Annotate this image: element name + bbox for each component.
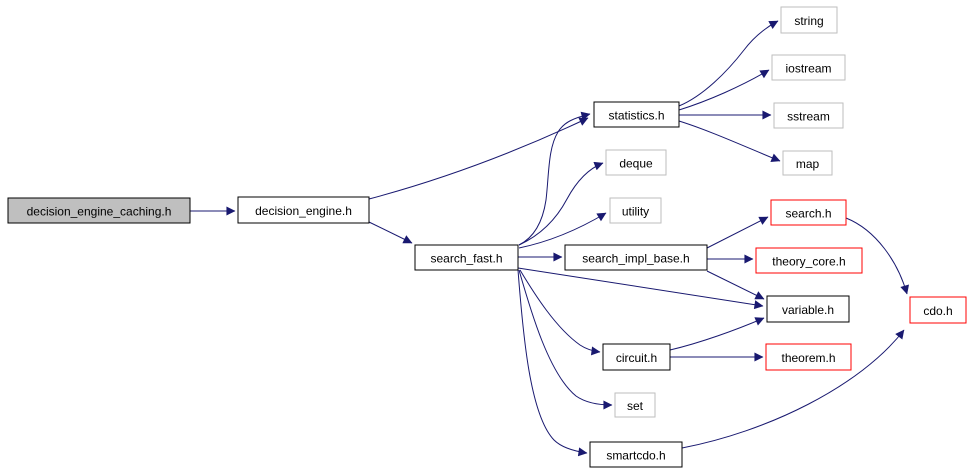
node-box bbox=[589, 441, 683, 468]
edge-search-h--cdo-h bbox=[845, 217, 910, 295]
node-label: decision_engine.h bbox=[255, 204, 352, 218]
edge-statistics-h--map bbox=[678, 120, 781, 162]
edge-decision-engine-h--statistics-h bbox=[368, 117, 589, 200]
node-box bbox=[771, 54, 846, 81]
node-statistics-h[interactable]: statistics.h bbox=[593, 101, 680, 128]
node-box bbox=[770, 199, 847, 226]
node-label: search_fast.h bbox=[430, 252, 502, 266]
node-box bbox=[780, 6, 838, 34]
edge-search-fast-h--smartcdo-h bbox=[517, 269, 588, 457]
node-label: utility bbox=[622, 205, 649, 219]
node-label: map bbox=[796, 157, 820, 171]
node-box bbox=[593, 101, 680, 128]
node-label: search_impl_base.h bbox=[582, 252, 689, 266]
edge-search-fast-h--deque bbox=[518, 161, 604, 246]
edge-smartcdo-h--cdo-h bbox=[681, 329, 905, 449]
edge-circuit-h--variable-h bbox=[669, 317, 765, 351]
node-decision-engine-caching-h: decision_engine_caching.h bbox=[7, 197, 191, 224]
node-iostream: iostream bbox=[771, 54, 846, 81]
node-search-fast-h[interactable]: search_fast.h bbox=[414, 244, 519, 271]
node-label: circuit.h bbox=[616, 351, 657, 365]
edge-search-impl-base-h--search-h bbox=[706, 216, 769, 249]
node-box bbox=[237, 196, 370, 224]
edge-search-fast-h--utility bbox=[518, 212, 607, 249]
node-theory-core-h[interactable]: theory_core.h bbox=[755, 247, 863, 274]
node-label: iostream bbox=[785, 62, 831, 76]
node-deque: deque bbox=[605, 149, 667, 176]
node-label: set bbox=[627, 399, 644, 413]
node-label: theorem.h bbox=[781, 351, 835, 365]
node-box bbox=[609, 197, 662, 224]
node-label: string bbox=[794, 14, 823, 28]
node-string: string bbox=[780, 6, 838, 34]
node-box bbox=[782, 150, 833, 176]
node-box bbox=[602, 343, 671, 371]
node-smartcdo-h[interactable]: smartcdo.h bbox=[589, 441, 683, 468]
edge-search-fast-h--circuit-h bbox=[519, 269, 601, 356]
node-label: deque bbox=[619, 157, 653, 171]
node-box bbox=[605, 149, 667, 176]
node-label: variable.h bbox=[782, 303, 834, 317]
node-box bbox=[414, 244, 519, 271]
node-decision-engine-h[interactable]: decision_engine.h bbox=[237, 196, 370, 224]
edge-search-fast-h--statistics-h bbox=[518, 111, 591, 246]
node-box bbox=[773, 102, 844, 129]
node-label: sstream bbox=[787, 110, 830, 124]
node-box bbox=[766, 295, 850, 323]
edge-search-fast-h--variable-h bbox=[517, 267, 764, 310]
node-circuit-h[interactable]: circuit.h bbox=[602, 343, 671, 371]
node-box bbox=[909, 296, 967, 324]
node-label: cdo.h bbox=[923, 304, 952, 318]
node-utility: utility bbox=[609, 197, 662, 224]
node-set: set bbox=[614, 392, 656, 418]
node-map: map bbox=[782, 150, 833, 176]
node-label: statistics.h bbox=[608, 109, 664, 123]
node-box bbox=[765, 343, 852, 371]
node-search-h[interactable]: search.h bbox=[770, 199, 847, 226]
edge-search-fast-h--set bbox=[518, 269, 613, 410]
edge-decision-engine-h--search-fast-h bbox=[368, 221, 413, 244]
edge-statistics-h--iostream bbox=[678, 69, 770, 111]
node-box bbox=[614, 392, 656, 418]
node-label: decision_engine_caching.h bbox=[27, 205, 172, 219]
nodes-layer: decision_engine_caching.h decision_engine… bbox=[7, 6, 967, 468]
node-label: search.h bbox=[785, 207, 831, 221]
node-sstream: sstream bbox=[773, 102, 844, 129]
node-label: smartcdo.h bbox=[606, 449, 665, 463]
node-theorem-h[interactable]: theorem.h bbox=[765, 343, 852, 371]
node-search-impl-base-h[interactable]: search_impl_base.h bbox=[564, 244, 708, 271]
node-variable-h[interactable]: variable.h bbox=[766, 295, 850, 323]
node-cdo-h[interactable]: cdo.h bbox=[909, 296, 967, 324]
node-label: theory_core.h bbox=[772, 255, 845, 269]
node-box bbox=[564, 244, 708, 271]
edge-search-impl-base-h--variable-h bbox=[706, 270, 765, 300]
edge-statistics-h--string bbox=[678, 20, 779, 107]
edges-layer bbox=[190, 20, 910, 457]
node-box bbox=[7, 197, 191, 224]
node-box bbox=[755, 247, 863, 274]
